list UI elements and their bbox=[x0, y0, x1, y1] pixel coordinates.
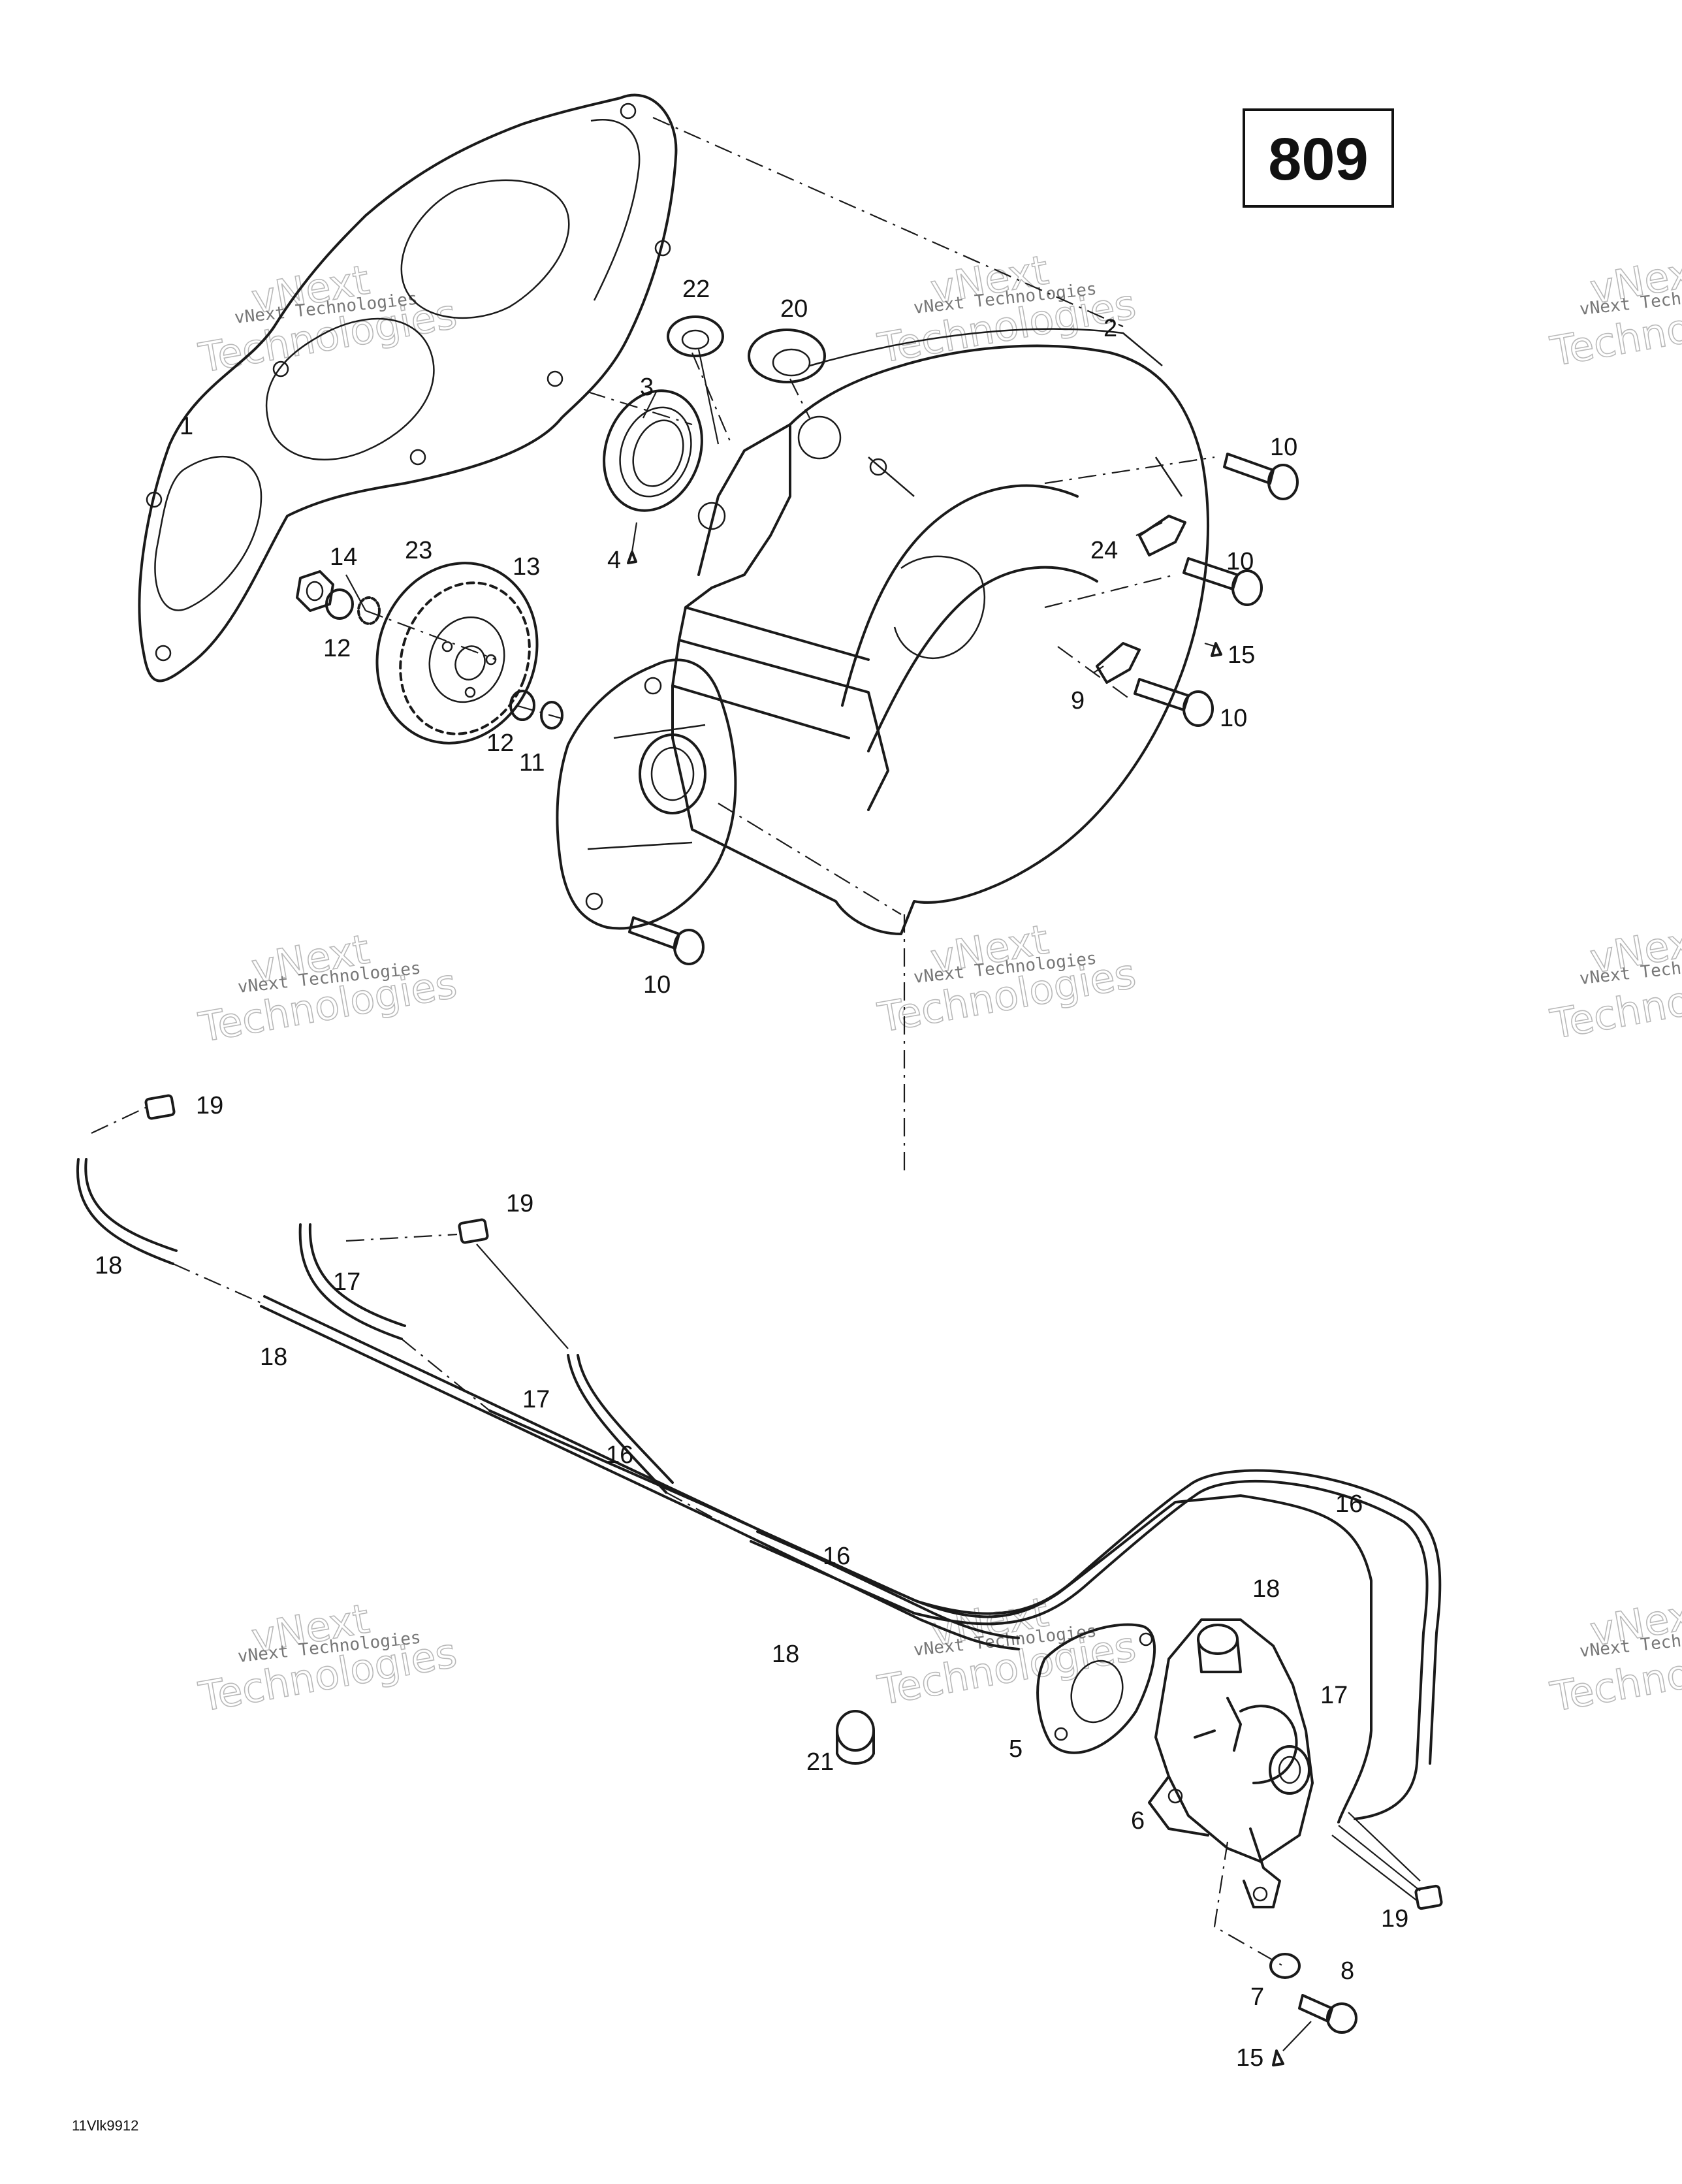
callout-16-middle: 16 bbox=[823, 1543, 850, 1570]
part-plug-21 bbox=[836, 1710, 875, 1765]
part-washer-12a bbox=[325, 588, 354, 620]
callout-19-top: 19 bbox=[196, 1092, 223, 1119]
callout-6: 6 bbox=[1131, 1807, 1145, 1835]
callout-13: 13 bbox=[513, 553, 540, 581]
alignment-lines-upper bbox=[365, 116, 1215, 1176]
callout-18-lower: 18 bbox=[772, 1641, 799, 1668]
part-nipple-4 bbox=[627, 551, 637, 564]
watermark-bottom-right: vNext Technologies vNext Technologies bbox=[1546, 1588, 1682, 1722]
callout-7: 7 bbox=[1250, 1983, 1264, 2011]
part-clip-24 bbox=[1138, 515, 1186, 556]
drawing-code: 11Vlk9912 bbox=[72, 2117, 138, 2134]
part-housing-flange bbox=[556, 658, 737, 930]
part-gasket bbox=[138, 93, 678, 682]
watermark-mid-center: vNext Technologies vNext Technologies bbox=[874, 915, 1139, 1042]
callout-11: 11 bbox=[519, 749, 545, 777]
part-gear bbox=[375, 562, 539, 745]
part-plug-20 bbox=[748, 329, 826, 383]
part-oil-seal bbox=[603, 389, 703, 512]
watermark-bottom-center: vNext Technologies vNext Technologies bbox=[874, 1588, 1139, 1715]
callout-17-middle: 17 bbox=[522, 1386, 550, 1413]
part-oil-pump bbox=[1148, 1618, 1314, 1908]
part-hose-17-curved bbox=[298, 1223, 403, 1340]
watermark-mid-left: vNext Technologies vNext Technologies bbox=[195, 925, 460, 1052]
callout-16-upper-right: 16 bbox=[1335, 1490, 1363, 1518]
part-screw-10-mid bbox=[1182, 557, 1263, 606]
callout-22: 22 bbox=[682, 276, 710, 303]
part-hose-16-long bbox=[750, 1479, 1429, 1820]
callout-10-right: 10 bbox=[1220, 705, 1247, 732]
callout-9: 9 bbox=[1071, 687, 1085, 715]
leader-lines bbox=[345, 349, 1216, 673]
watermark-bottom-left: vNext Technologies vNext Technologies bbox=[195, 1594, 460, 1722]
callout-3: 3 bbox=[640, 374, 654, 401]
part-washer-7 bbox=[1269, 1953, 1301, 1979]
part-clamp-19b bbox=[458, 1218, 489, 1244]
callout-15-top: 15 bbox=[1228, 641, 1255, 669]
part-nut-14 bbox=[296, 570, 334, 612]
callout-12-left: 12 bbox=[323, 635, 351, 662]
part-screw-10-top bbox=[1223, 453, 1299, 500]
callout-19-bottom: 19 bbox=[1381, 1905, 1408, 1933]
hoses-group bbox=[76, 1158, 1442, 1823]
callout-10-bottom: 10 bbox=[643, 971, 671, 999]
part-screw-8 bbox=[1298, 1994, 1357, 2034]
page-number-box: 809 bbox=[1243, 108, 1394, 208]
part-spring-washer-23 bbox=[357, 596, 381, 625]
pump-mount-line bbox=[1213, 1841, 1284, 1967]
callout-14: 14 bbox=[330, 543, 357, 571]
part-clamp-19c bbox=[1414, 1884, 1443, 1910]
part-hose-18-long bbox=[260, 1305, 1020, 1650]
callout-20: 20 bbox=[780, 295, 808, 323]
callout-18-right: 18 bbox=[1252, 1575, 1280, 1603]
part-nipple-15-bottom bbox=[1272, 2049, 1284, 2066]
callout-8: 8 bbox=[1341, 1957, 1354, 1985]
callout-23: 23 bbox=[405, 537, 432, 564]
part-screw-10-right bbox=[1134, 678, 1214, 727]
part-pump-gasket bbox=[1036, 1623, 1156, 1754]
page-number: 809 bbox=[1268, 126, 1369, 193]
watermark-mid-right: vNext Technologies vNext Technologies bbox=[1546, 915, 1682, 1049]
callout-19-middle: 19 bbox=[506, 1190, 533, 1217]
watermark-top-right: vNext Technologies vNext Technologies bbox=[1546, 246, 1682, 376]
callout-10-top: 10 bbox=[1270, 434, 1297, 461]
callout-labels: 1 2 3 4 5 6 7 8 9 10 10 10 10 11 12 12 1… bbox=[95, 276, 1408, 2072]
watermark-top-left: vNext Technologies vNext Technologies bbox=[195, 255, 460, 383]
callout-5: 5 bbox=[1009, 1735, 1023, 1763]
part-nipple-15-top bbox=[1211, 642, 1222, 657]
callout-15-bottom: 15 bbox=[1236, 2044, 1263, 2072]
callout-17-left: 17 bbox=[333, 1268, 360, 1296]
part-plug-22 bbox=[667, 315, 724, 357]
callout-24: 24 bbox=[1090, 537, 1118, 564]
callout-2: 2 bbox=[1103, 315, 1117, 342]
part-clamp-19a bbox=[144, 1094, 176, 1120]
callout-21: 21 bbox=[806, 1748, 834, 1776]
part-rotary-valve-housing bbox=[671, 328, 1209, 935]
watermark-group: vNext Technologies vNext Technologies vN… bbox=[195, 246, 1682, 1722]
part-washer-12b bbox=[509, 690, 535, 721]
part-hose-17-long bbox=[488, 1409, 1373, 1823]
callout-16-left: 16 bbox=[606, 1441, 633, 1469]
part-hose-18-curved bbox=[76, 1158, 174, 1265]
watermark-top-center: vNext Technologies vNext Technologies bbox=[874, 246, 1139, 373]
callout-1: 1 bbox=[180, 413, 193, 440]
page-number-frame bbox=[1243, 108, 1394, 208]
callout-17-right: 17 bbox=[1320, 1682, 1348, 1709]
part-clip-9 bbox=[1096, 642, 1141, 684]
callout-18-upper: 18 bbox=[95, 1252, 122, 1279]
callout-18-middle: 18 bbox=[260, 1343, 287, 1371]
callout-10-mid: 10 bbox=[1226, 548, 1254, 575]
part-washer-11 bbox=[540, 701, 563, 730]
part-hose-16-curved bbox=[567, 1354, 667, 1494]
callout-4: 4 bbox=[607, 547, 621, 574]
part-screw-10-bottom bbox=[628, 916, 705, 965]
callout-12-right: 12 bbox=[486, 730, 514, 757]
